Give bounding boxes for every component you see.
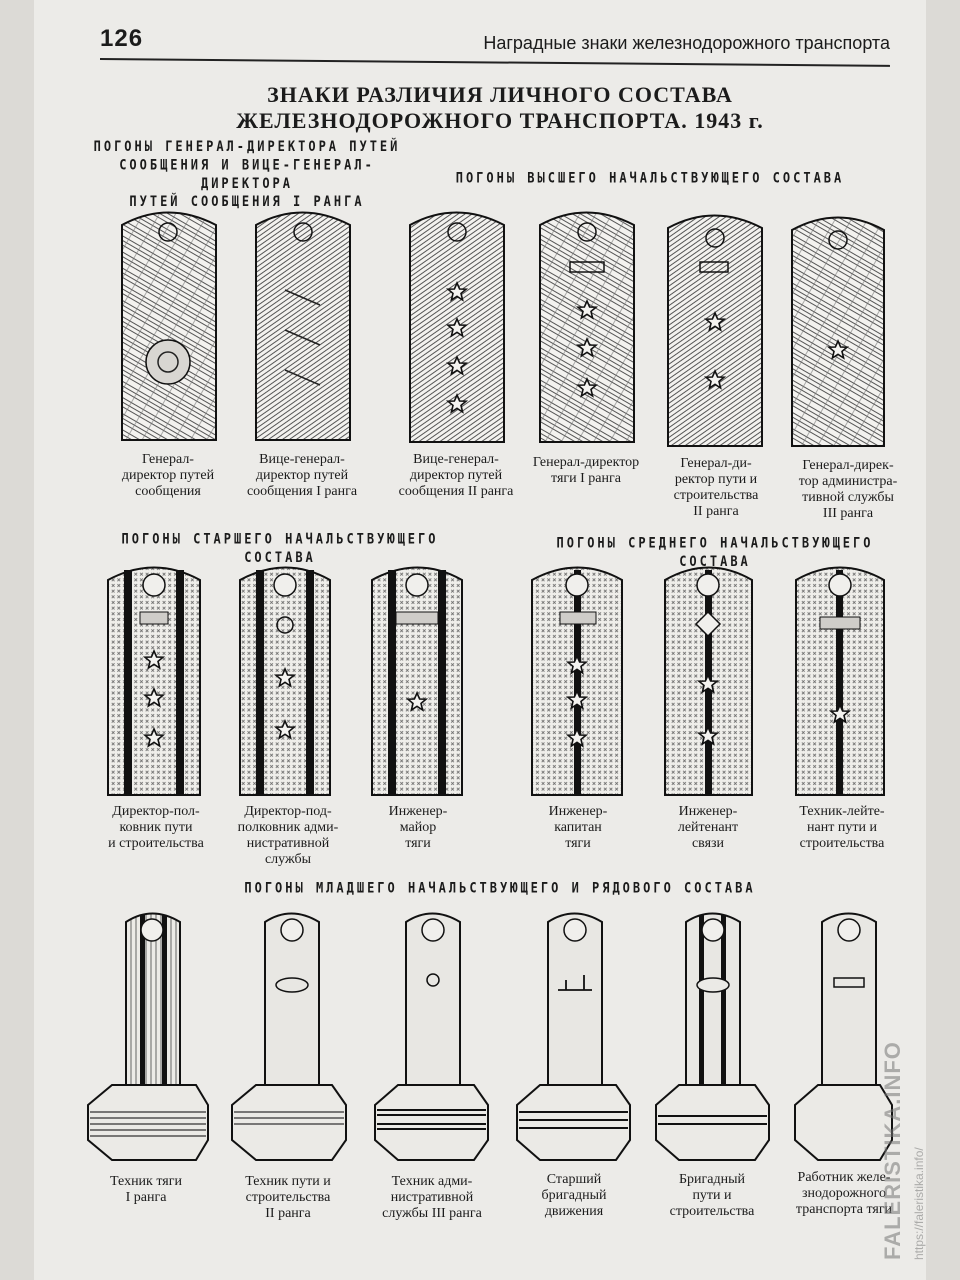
board-general-director-traction: [539, 211, 635, 443]
section-senior-command: ПОГОНЫ ВЫСШЕГО НАЧАЛЬСТВУЮЩЕГО СОСТАВА: [455, 169, 845, 187]
watermark: FALERISTIKA.INFO https://faleristika.inf…: [878, 1041, 938, 1260]
board-vice-general-director-1: [255, 211, 351, 441]
board-director-colonel: [107, 566, 201, 796]
title-line-2: ЖЕЛЕЗНОДОРОЖНОГО ТРАНСПОРТА. 1943 г.: [236, 108, 764, 133]
caption-director-lt-colonel: Директор-под- полковник адми- нистративн…: [237, 804, 339, 867]
section-general-directors: ПОГОНЫ ГЕНЕРАЛ-ДИРЕКТОРА ПУТЕЙ СООБЩЕНИЯ…: [93, 138, 401, 210]
caption-technician-lieutenant: Техник-лейте- нант пути и строительства: [799, 804, 885, 851]
watermark-url: https://faleristika.info/: [912, 1147, 926, 1260]
caption-engineer-captain: Инженер- капитан тяги: [548, 804, 608, 851]
watermark-logo: FALERISTIKA.INFO: [880, 1041, 905, 1260]
board-railway-worker: [794, 912, 893, 1161]
board-general-director: [121, 211, 217, 441]
board-engineer-lieutenant: [664, 566, 753, 796]
caption-railway-worker: Работник желе- знодорожного транспорта т…: [795, 1170, 893, 1217]
caption-general-director-admin: Генерал-дирек- тор администра- тивной сл…: [798, 458, 898, 521]
board-engineer-captain: [531, 566, 623, 796]
caption-technician-traction: Техник тяги I ранга: [110, 1174, 182, 1205]
caption-director-colonel: Директор-пол- ковник пути и строительств…: [108, 804, 204, 851]
caption-senior-brigadier: Старший бригадный движения: [541, 1172, 607, 1219]
caption-general-director-track: Генерал-ди- ректор пути и строительства …: [673, 456, 759, 519]
page-title: ЗНАКИ РАЗЛИЧИЯ ЛИЧНОГО СОСТАВА ЖЕЛЕЗНОДО…: [200, 82, 800, 134]
board-director-lt-colonel: [239, 566, 331, 796]
page-number: 126: [100, 25, 144, 52]
caption-engineer-major: Инженер- майор тяги: [388, 804, 448, 851]
board-technician-lieutenant: [795, 566, 885, 796]
board-senior-brigadier: [516, 912, 631, 1161]
board-brigadier-track: [655, 912, 770, 1161]
section-older-command: ПОГОНЫ СТАРШЕГО НАЧАЛЬСТВУЮЩЕГО СОСТАВА: [121, 530, 439, 566]
caption-brigadier-track: Бригадный пути и строительства: [669, 1172, 755, 1219]
board-technician-track: [231, 912, 347, 1161]
board-general-director-admin: [791, 216, 885, 447]
caption-technician-track: Техник пути и строительства II ранга: [245, 1174, 331, 1221]
board-vice-general-director-2: [409, 211, 505, 443]
running-title: Наградные знаки железнодорожного транспо…: [483, 33, 890, 53]
section-middle-command: ПОГОНЫ СРЕДНЕГО НАЧАЛЬСТВУЮЩЕГО СОСТАВА: [556, 534, 874, 570]
section-junior-command: ПОГОНЫ МЛАДШЕГО НАЧАЛЬСТВУЮЩЕГО И РЯДОВО…: [244, 879, 756, 897]
caption-technician-admin: Техник адми- нистративной службы III ран…: [382, 1174, 482, 1221]
caption-general-director-traction: Генерал-директор тяги I ранга: [532, 455, 640, 486]
caption-vice-general-director-2: Вице-генерал- директор путей сообщения I…: [398, 452, 514, 499]
board-technician-traction: [87, 912, 209, 1161]
caption-general-director: Генерал- директор путей сообщения: [121, 452, 215, 499]
board-general-director-track: [667, 214, 763, 447]
board-technician-admin: [374, 912, 489, 1161]
caption-engineer-lieutenant: Инженер- лейтенант связи: [677, 804, 739, 851]
board-engineer-major: [371, 566, 463, 796]
caption-vice-general-director-1: Вице-генерал- директор путей сообщения I…: [246, 452, 358, 499]
title-line-1: ЗНАКИ РАЗЛИЧИЯ ЛИЧНОГО СОСТАВА: [267, 82, 733, 107]
